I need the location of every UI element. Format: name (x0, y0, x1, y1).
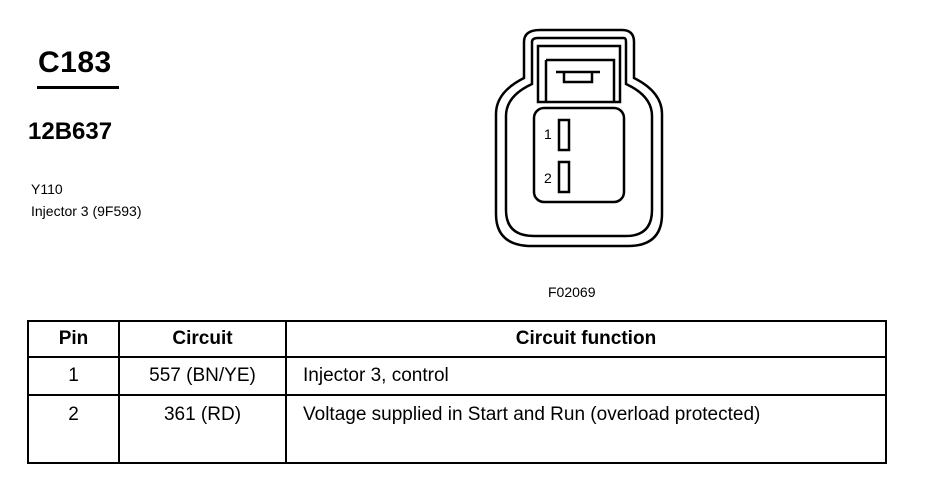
row-function: Injector 3, control (285, 356, 887, 396)
table-row: 1 557 (BN/YE) Injector 3, control (27, 356, 887, 396)
row-pin: 1 (27, 356, 120, 396)
row-circuit: 361 (RD) (118, 394, 287, 464)
connector-outer-shell (494, 28, 664, 248)
pin-1-label: 1 (544, 126, 552, 142)
connector-id-underline (37, 86, 119, 89)
table-header-row: Pin Circuit Circuit function (27, 320, 887, 358)
connector-face-diagram: 1 2 (494, 28, 664, 248)
part-number: 12B637 (28, 118, 113, 145)
pin-1-terminal (557, 118, 571, 152)
figure-number: F02069 (548, 284, 596, 300)
pinout-table: Pin Circuit Circuit function 1 557 (BN/Y… (27, 320, 887, 464)
header-circuit: Circuit (118, 320, 287, 358)
locking-tab (536, 44, 622, 104)
header-pin: Pin (27, 320, 120, 358)
connector-inner-shell (504, 36, 654, 238)
pin-2-terminal (557, 160, 571, 194)
pin-2-label: 2 (544, 170, 552, 186)
pin-cavity-body (532, 106, 626, 204)
component-name: Injector 3 (9F593) (31, 203, 142, 219)
header-function: Circuit function (285, 320, 887, 358)
component-code: Y110 (31, 181, 63, 197)
row-function: Voltage supplied in Start and Run (overl… (285, 394, 887, 464)
connector-id: C183 (38, 46, 112, 79)
row-pin: 2 (27, 394, 120, 464)
row-circuit: 557 (BN/YE) (118, 356, 287, 396)
table-row: 2 361 (RD) Voltage supplied in Start and… (27, 394, 887, 464)
